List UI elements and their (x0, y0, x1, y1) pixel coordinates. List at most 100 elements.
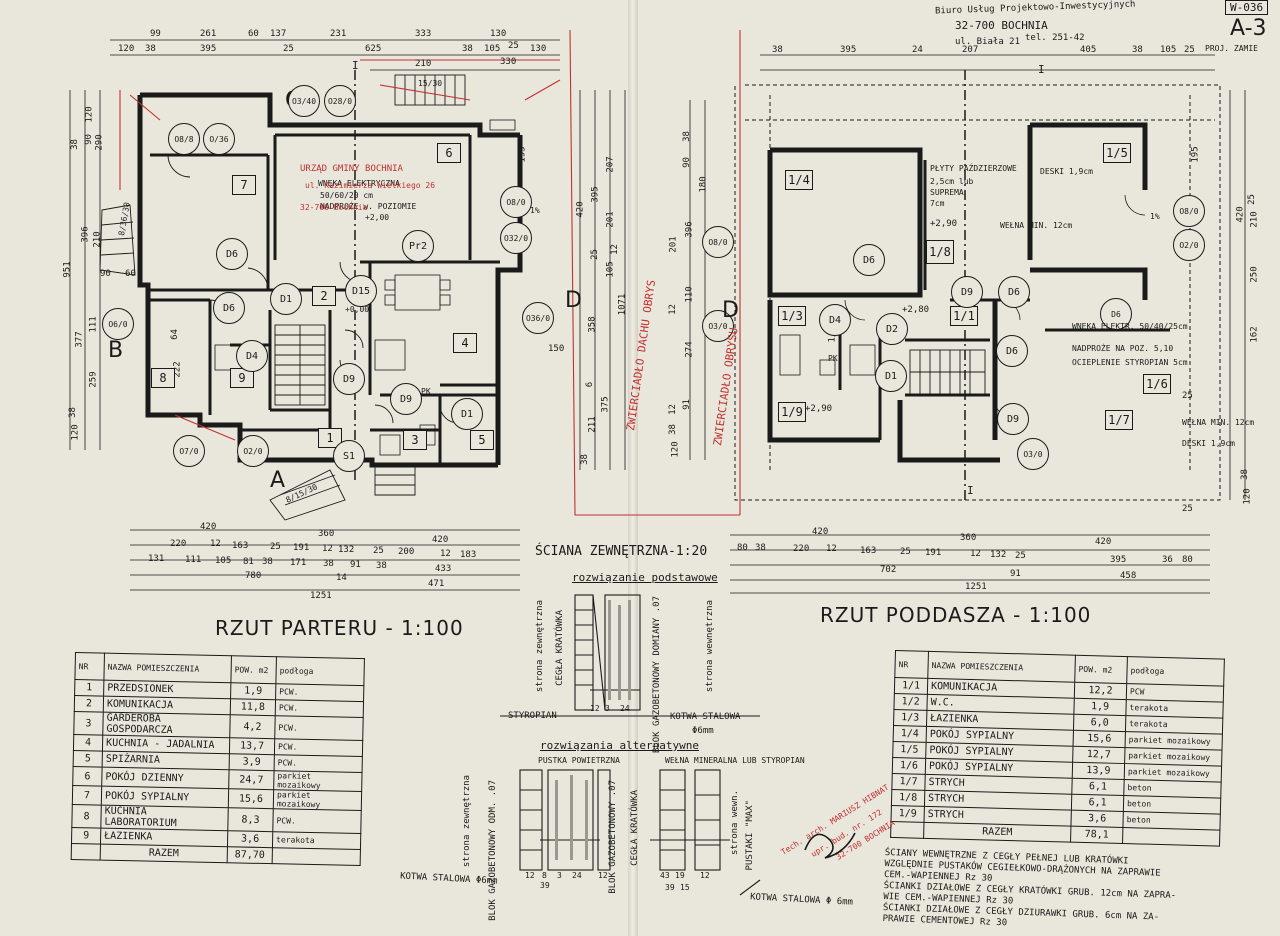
window-tag: O2/0 (237, 435, 269, 467)
af-dim-bottom: 80 (737, 543, 748, 553)
attic-note: +2,90 (930, 219, 958, 229)
attic-note: WEŁNA MIN. 12cm (1000, 221, 1073, 230)
af-dim-right: 25 (1182, 504, 1193, 514)
attic-room-tag: 1/4 (785, 170, 813, 190)
gf-dim-top: 130 (530, 44, 547, 54)
table-cell (272, 847, 361, 866)
wall-detail-dim: 39 (540, 881, 550, 890)
cell-floor: PCW. (272, 808, 362, 834)
gf-dim-top: 105 (484, 44, 501, 54)
gf-dim-bottom: 81 (243, 557, 254, 567)
af-dim-bottom: 132 (990, 550, 1007, 560)
wall-detail-dim: 19 (675, 871, 685, 880)
af-dim-left: 396 (684, 221, 695, 238)
wall-detail-label: CEGŁA KRATÓWKA (555, 610, 565, 686)
af-dim-bottom: 220 (793, 544, 810, 554)
cell-floor: PCW. (274, 715, 364, 741)
gf-dim-top: 25 (283, 44, 294, 54)
gf-dim-top: 210 (415, 59, 432, 69)
window-tag: O8/0 (500, 186, 532, 218)
wall-detail-dim: 12 (525, 871, 535, 880)
af-dim-top: 207 (962, 45, 979, 55)
gf-dim-left: 120 (70, 424, 81, 441)
total-label: RAZEM (923, 822, 1071, 843)
gf-dim-bottom: 1251 (310, 591, 332, 601)
gf-dim-bottom: 163 (232, 541, 249, 551)
cell-area: 4,2 (229, 714, 276, 739)
cell-area: 3,6 (1070, 810, 1124, 828)
wall-detail-hatch (555, 600, 631, 860)
axis-label-d: D (565, 288, 582, 313)
af-dim-right: 210 (1249, 211, 1260, 228)
cell-floor: PCW. (275, 699, 364, 718)
wall-detail-dim: 3 (605, 704, 610, 713)
cell-nr: 1/2 (893, 693, 928, 711)
room-number: 1 (318, 428, 342, 448)
room-number: 5 (470, 430, 494, 450)
gf-dim-top: 60 (248, 29, 259, 39)
gf-dim-top: 261 (200, 29, 217, 39)
gf-dim-bottom: 171 (290, 558, 307, 568)
af-dim-bottom: 80 (1182, 555, 1193, 565)
attic-stairs (909, 349, 986, 396)
cell-nr: 2 (74, 695, 104, 713)
wall-detail-label: STYROPIAN (508, 711, 557, 721)
af-dim-left: 38 (667, 424, 678, 435)
af-dim-bottom: 163 (860, 546, 877, 556)
attic-axis-d: D (722, 298, 739, 323)
red-stamp-line3: 32-700 Bochnia (300, 203, 368, 212)
office-stamp-line2: 32-700 BOCHNIA (955, 19, 1048, 32)
attic-room-tag: 1/3 (778, 306, 806, 326)
ground-dimension-lines (69, 39, 626, 591)
gf-dim-top: 333 (415, 29, 432, 39)
gf-dim-top: 395 (200, 44, 217, 54)
af-dim-bottom: 36 (1162, 555, 1173, 565)
af-dim-right: 25 (1182, 391, 1193, 401)
cell-area: 12,7 (1072, 746, 1126, 764)
af-dim-left: 12 (667, 304, 678, 315)
gf-dim-left: 290 (94, 134, 105, 151)
attic-window-tag: O8/0 (1173, 195, 1205, 227)
gf-dim-bottom: 183 (460, 550, 477, 560)
gf-dim-top: 99 (150, 29, 161, 39)
af-dim-left: 180 (698, 176, 709, 193)
af-dim-bottom: 91 (1010, 569, 1021, 579)
gf-dim-left: 120 (84, 106, 95, 123)
gf-note: 1% (530, 206, 540, 215)
wall-detail-dim: 24 (572, 871, 582, 880)
col-header-area: POW. m2 (1074, 655, 1128, 684)
cell-floor: terakota (272, 831, 361, 850)
wall-detail-label: strona wewn. (730, 790, 740, 856)
attic-window-tag: O8/0 (702, 226, 734, 258)
gf-dim-bottom: 132 (338, 545, 355, 555)
gf-dim-top: 120 (118, 44, 135, 54)
wall-detail-label: PUSTKA POWIETRZNA (538, 756, 620, 765)
cell-floor: PCW. (274, 738, 363, 757)
attic-door-tag: D6 (853, 244, 885, 276)
cell-name: GARDEROBA GOSPODARCZA (102, 712, 231, 738)
attic-note: +2,90 (805, 404, 833, 414)
wall-detail-dim: 12 (590, 704, 600, 713)
af-dim-left: 90 (681, 157, 692, 168)
af-dim-right: 25 (1246, 194, 1257, 205)
gf-dim-bottom: 471 (428, 579, 445, 589)
door-tag: D1 (270, 283, 302, 315)
gf-dim-right: 12 (609, 244, 620, 255)
gf-dim-top: 130 (490, 29, 507, 39)
cell-nr: 6 (72, 766, 103, 787)
gf-dim-left: 210 (92, 231, 103, 248)
wall-alt-heading: rozwiązania alternatywne (540, 739, 699, 752)
attic-window-tag: O3/0 (702, 310, 734, 342)
attic-note: DESKI 1,9cm (1040, 167, 1093, 176)
room-number: 3 (403, 430, 427, 450)
sheet-code: A-3 (1230, 16, 1267, 41)
wall-detail-title: ŚCIANA ZEWNĘTRZNA-1:20 (535, 544, 708, 559)
wall-detail-label: BLOK GAZOBETONOWY .07 (608, 780, 618, 894)
attic-room-tag: 1/8 (926, 240, 954, 264)
wall-detail-dim: 15 (680, 883, 690, 892)
wall-detail-label: CEGŁA KRATÓWKA (630, 790, 640, 866)
total-value: 78,1 (1070, 826, 1123, 844)
